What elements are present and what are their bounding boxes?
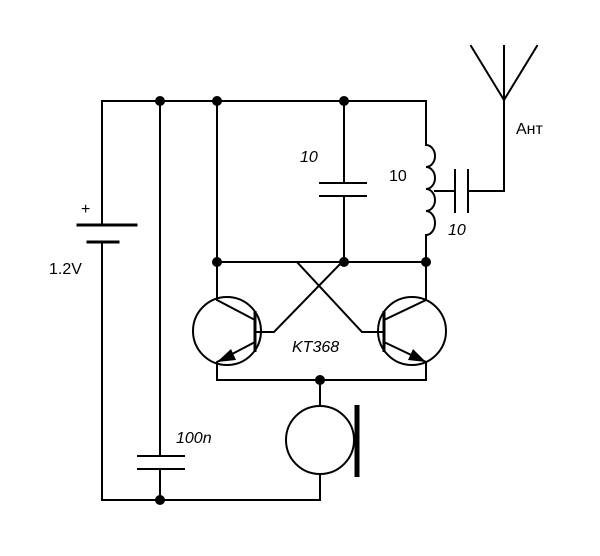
battery-voltage-label: 1.2V [49,261,82,278]
junction-nodes [155,96,431,505]
battery-plus-label: + [81,201,90,218]
capacitor-100n [137,455,185,470]
capacitor-coupling [454,169,469,213]
cap-top-label: 10 [300,149,318,166]
cap-100n-label: 100n [176,430,212,447]
inductor-coil [424,143,436,237]
battery-symbol [76,223,138,244]
antenna-symbol [469,44,539,102]
microphone-ground-wire [159,473,321,501]
antenna-label: Ант [516,121,544,138]
inductor-label: 10 [389,168,407,185]
capacitor-top [319,182,367,197]
transistor-right [377,261,447,381]
left-collector-wire [216,100,343,263]
transistor-left [192,261,262,381]
microphone-symbol [285,405,360,477]
battery-left-wire [101,100,161,501]
cap-coupling-label: 10 [448,222,466,239]
transistor-model-label: KT368 [292,339,339,356]
inductor-wire [343,100,427,263]
cross-wire-left-collector-to-right-base [295,260,383,333]
coupling-wire [434,45,505,192]
